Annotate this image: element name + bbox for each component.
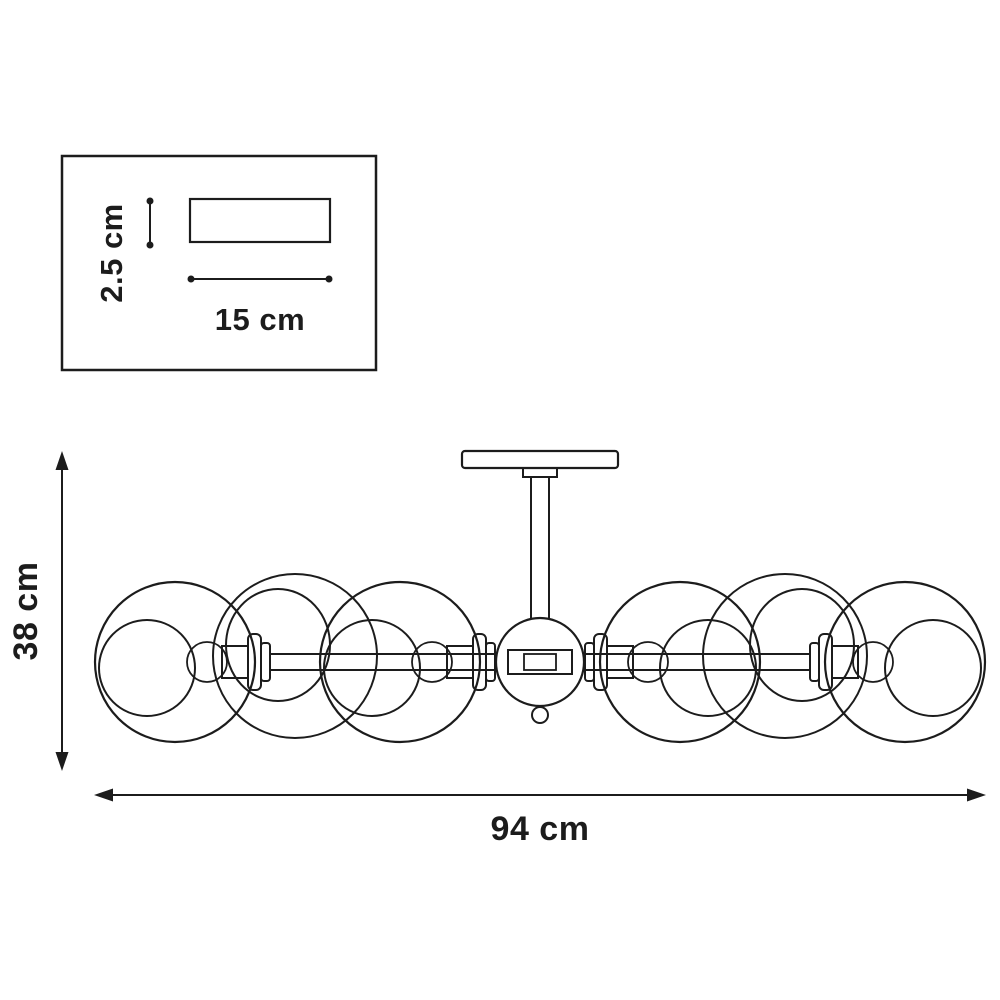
canopy-height-label: 2.5 cm <box>94 203 129 303</box>
canopy-height-dimension: 2.5 cm <box>94 197 154 303</box>
arrow-left-icon <box>94 788 113 802</box>
down-rod <box>530 476 550 620</box>
socket-right-inner <box>584 633 634 691</box>
socket-left-inner <box>446 633 496 691</box>
fixture-drawing <box>93 449 987 744</box>
width-dimension: 94 cm <box>94 788 986 848</box>
hub-coupler <box>507 649 573 675</box>
width-dimension-label: 94 cm <box>491 810 590 848</box>
arrow-up-icon <box>55 451 69 470</box>
canopy-width-label: 15 cm <box>215 302 305 337</box>
inset-border <box>60 154 378 372</box>
globe-left-outer <box>93 580 271 744</box>
globe-right-outer <box>809 580 987 744</box>
arrow-down-icon <box>55 752 69 771</box>
canopy-profile <box>188 197 332 244</box>
globe-right-inner <box>584 580 762 744</box>
canopy-width-dimension: 15 cm <box>187 275 333 337</box>
hub-coupler-inner <box>523 653 557 671</box>
socket-left-outer <box>221 633 271 691</box>
bulb-right-outer <box>852 641 894 683</box>
arm-right <box>584 653 810 671</box>
canopy-detail-inset: 2.5 cm 15 cm <box>60 154 378 372</box>
height-dimension-label: 38 cm <box>7 562 45 661</box>
hub-body <box>494 616 586 708</box>
globe-left-inner <box>318 580 496 744</box>
central-hub <box>494 616 586 724</box>
stem-collar <box>522 467 558 478</box>
bulb-left-inner <box>411 641 453 683</box>
height-dimension: 38 cm <box>7 451 69 771</box>
arm-left <box>270 653 496 671</box>
arrow-right-icon <box>967 788 986 802</box>
finial <box>531 706 549 724</box>
ceiling-plate <box>460 449 620 470</box>
socket-right-outer <box>809 633 859 691</box>
bulb-right-inner <box>627 641 669 683</box>
bulb-left-outer <box>186 641 228 683</box>
